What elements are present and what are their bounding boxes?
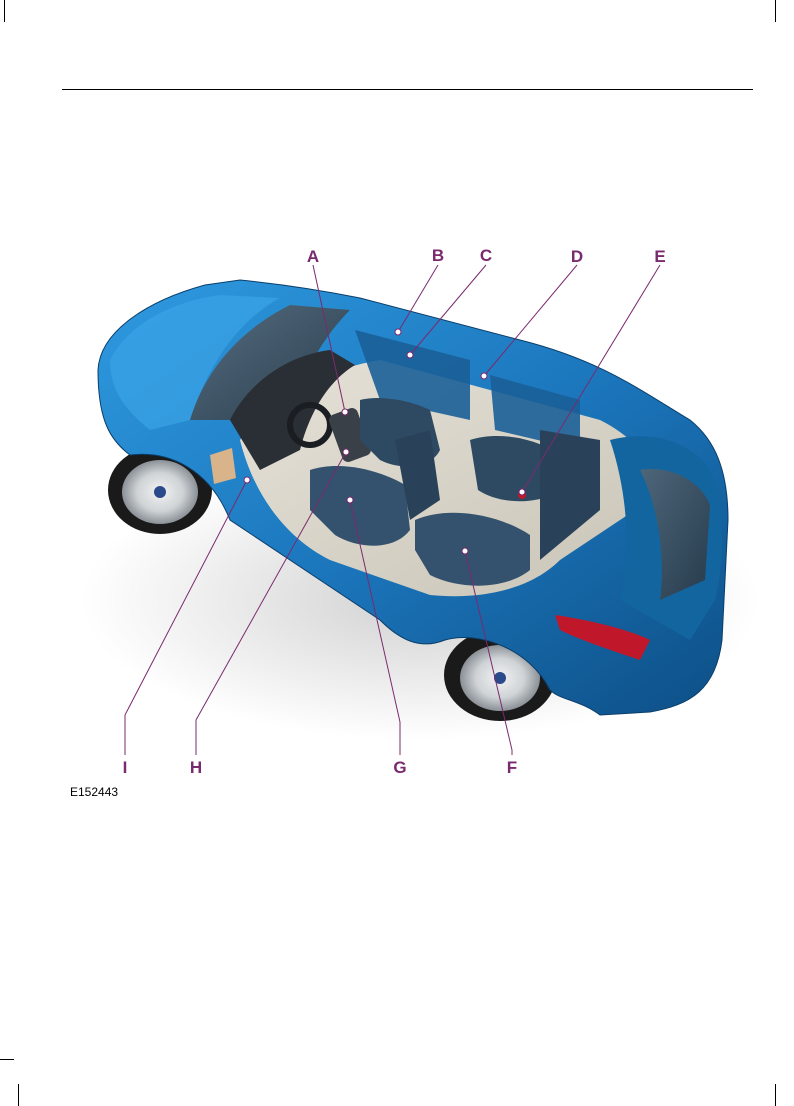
callout-label-h: H: [190, 758, 202, 778]
callout-label-f: F: [507, 758, 517, 778]
callout-label-c: C: [480, 246, 492, 266]
callout-label-g: G: [393, 758, 406, 778]
callout-label-i: I: [123, 758, 128, 778]
figure-id: E152443: [70, 785, 118, 799]
callout-label-b: B: [432, 246, 444, 266]
callout-label-e: E: [654, 247, 665, 267]
callout-label-a: A: [307, 247, 319, 267]
callout-label-d: D: [571, 247, 583, 267]
